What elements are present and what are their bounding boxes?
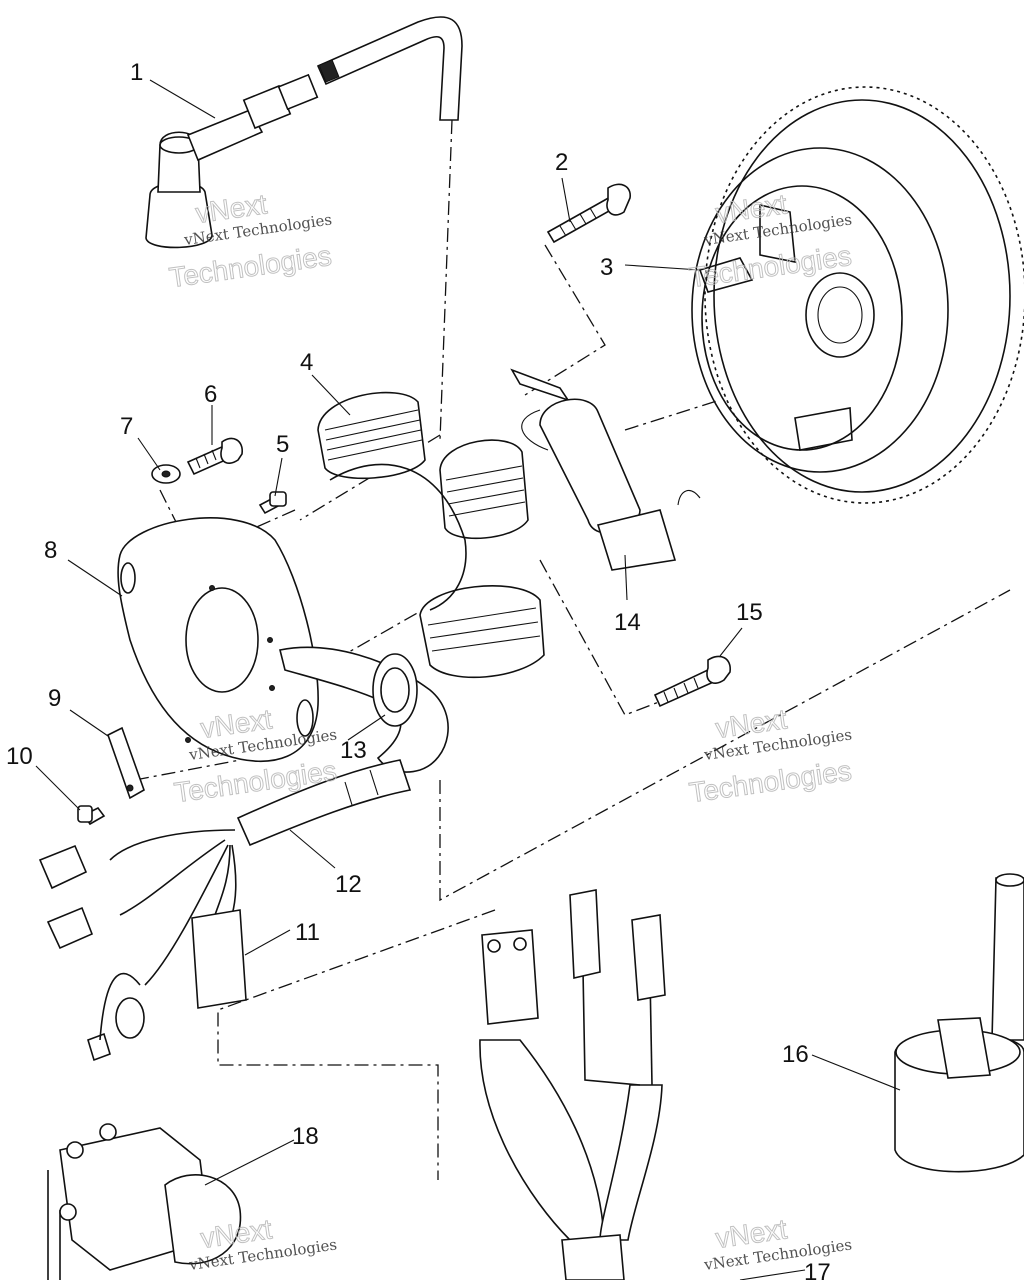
screw-5	[258, 491, 287, 515]
callout-15: 15	[736, 599, 763, 626]
callout-17: 17	[804, 1259, 831, 1280]
washer-7	[151, 464, 181, 484]
callout-12: 12	[335, 871, 362, 898]
screw-10	[77, 805, 106, 826]
callout-2: 2	[555, 149, 568, 176]
bolt-2	[546, 183, 631, 244]
callout-18: 18	[292, 1123, 319, 1150]
callout-5: 5	[276, 431, 289, 458]
callout-9: 9	[48, 685, 61, 712]
callout-4: 4	[300, 349, 313, 376]
callout-numbers: 1 2 3 4 5 6 7 8 9 10 11 12 13 14 15 16 1…	[6, 59, 831, 1280]
clamp-9	[107, 726, 145, 800]
ignition-coil	[894, 873, 1024, 1173]
stator	[317, 391, 545, 679]
callout-8: 8	[44, 537, 57, 564]
wire-harness	[38, 646, 449, 1062]
callout-14: 14	[614, 609, 641, 636]
solenoid	[47, 1123, 242, 1280]
stator-plate	[117, 517, 319, 762]
callout-7: 7	[120, 413, 133, 440]
callout-13: 13	[340, 737, 367, 764]
leader-lines	[35, 79, 901, 1280]
callout-11: 11	[295, 919, 320, 946]
pulser-coil	[510, 368, 701, 571]
screw-6	[186, 437, 243, 476]
callout-10: 10	[6, 743, 33, 770]
wiring-connector	[479, 889, 666, 1280]
spark-plug-cap	[145, 16, 463, 249]
watermark: vNext Technologies vNext Technologies	[687, 703, 854, 809]
callout-1: 1	[130, 59, 143, 86]
bolt-15	[653, 655, 731, 708]
callout-3: 3	[600, 254, 613, 281]
callout-16: 16	[782, 1041, 809, 1068]
callout-6: 6	[204, 381, 217, 408]
flywheel	[691, 86, 1024, 504]
